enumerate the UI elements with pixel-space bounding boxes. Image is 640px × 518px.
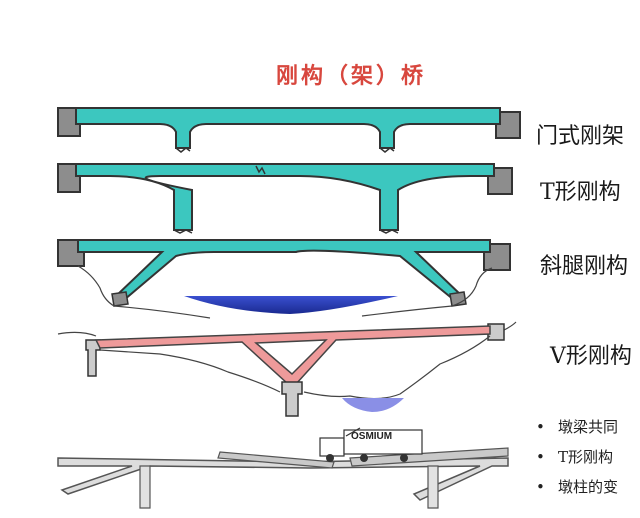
note-item: • 墩梁共同 <box>536 416 618 437</box>
note-bullet: • <box>536 418 545 436</box>
note-bullet: • <box>536 448 545 466</box>
right-abutment <box>495 111 521 139</box>
label-t-frame: T形刚构 <box>540 180 621 205</box>
deck-right-slab <box>349 447 509 467</box>
portal-leg-marks <box>175 147 395 153</box>
note-item: • T形刚构 <box>536 446 613 467</box>
note-text: 墩梁共同 <box>558 418 619 436</box>
sliding-deck-bridge <box>57 427 509 509</box>
slant-left-footing <box>111 291 129 307</box>
note-item: • 墩柱的变 <box>536 476 618 497</box>
t-frame-deck <box>75 163 495 231</box>
v-frame-hole <box>254 339 328 376</box>
slant-deck <box>77 239 491 302</box>
truck-icon <box>319 427 423 462</box>
t-frame-bridge <box>57 163 513 234</box>
pillar-right <box>427 465 439 509</box>
lower-frame <box>57 457 509 501</box>
slant-leg-bridge <box>57 239 511 319</box>
slant-right-footing <box>449 291 467 307</box>
truck-label: OSMIUM <box>351 431 393 442</box>
note-text: 墩柱的变 <box>558 478 619 496</box>
note-text: T形刚构 <box>558 448 614 466</box>
deck-left-slab <box>217 451 335 469</box>
t-leg-marks <box>173 229 399 234</box>
t-frame-joint <box>255 165 266 175</box>
label-slant-leg: 斜腿刚构 <box>540 254 629 279</box>
ground-line <box>57 321 517 337</box>
v-center-pier <box>281 381 303 417</box>
left-abutment-2 <box>57 163 81 193</box>
portal-deck <box>75 107 501 149</box>
portal-frame-bridge <box>57 107 521 153</box>
slant-right-bank <box>361 267 493 317</box>
slant-water <box>184 296 398 314</box>
v-terrain <box>99 335 491 400</box>
slant-left-bank <box>77 265 211 319</box>
v-frame-bridge <box>57 321 517 417</box>
note-bullet: • <box>536 478 545 496</box>
v-water <box>342 398 404 412</box>
page-title: 刚构（架）桥 <box>276 64 427 89</box>
label-v-frame: V形刚构 <box>550 344 632 369</box>
left-abutment <box>57 107 81 137</box>
pillar-left <box>139 465 151 509</box>
label-portal-frame: 门式刚架 <box>536 124 625 149</box>
